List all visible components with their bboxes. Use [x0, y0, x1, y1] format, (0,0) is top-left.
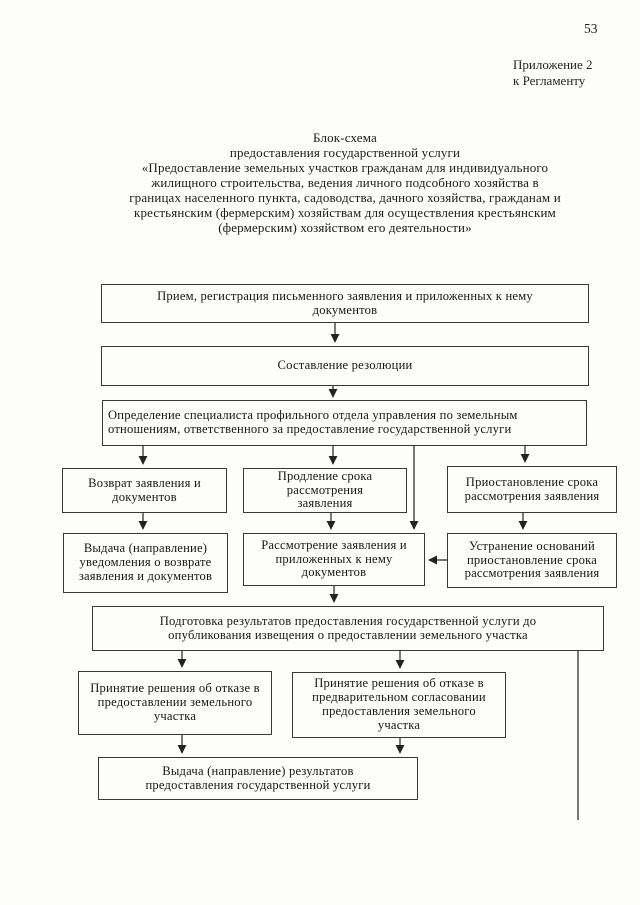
- title-line: жилищного строительства, ведения личного…: [151, 175, 539, 190]
- node-specialist-assignment-label: Определение специалиста профильного отде…: [108, 408, 518, 436]
- node-grounds-elimination-label: Устранение оснований приостановление сро…: [464, 538, 600, 581]
- node-return-notification-label: Выдача (направление) уведомления о возвр…: [78, 541, 213, 583]
- appendix-annotation: Приложение 2 к Регламенту: [513, 57, 593, 89]
- node-extension-period: Продление срока рассмотрения заявления: [243, 468, 407, 513]
- title-line: крестьянским (фермерским) хозяйствам для…: [134, 205, 556, 220]
- node-application-review: Рассмотрение заявления и приложенных к н…: [243, 533, 425, 586]
- node-specialist-assignment: Определение специалиста профильного отде…: [102, 400, 587, 446]
- node-resolution-label: Составление резолюции: [277, 358, 413, 373]
- node-results-preparation: Подготовка результатов предоставления го…: [92, 606, 604, 651]
- node-reception: Прием, регистрация письменного заявления…: [101, 284, 589, 323]
- document-title: Блок-схема предоставления государственно…: [50, 130, 640, 235]
- title-line: границах населенного пункта, садоводства…: [129, 190, 561, 205]
- node-suspension-period: Приостановление срока рассмотрения заявл…: [447, 466, 617, 513]
- node-extension-period-label: Продление срока рассмотрения заявления: [277, 468, 373, 511]
- node-resolution: Составление резолюции: [101, 346, 589, 386]
- node-application-review-label: Рассмотрение заявления и приложенных к н…: [261, 537, 407, 580]
- page-number: 53: [584, 21, 598, 36]
- node-refusal-provision-label: Принятие решения об отказе в предоставле…: [90, 681, 260, 723]
- annotation-line-2: к Регламенту: [513, 73, 586, 88]
- node-return-notification: Выдача (направление) уведомления о возвр…: [63, 533, 228, 593]
- node-refusal-provision: Принятие решения об отказе в предоставле…: [78, 671, 272, 735]
- node-results-issuance-label: Выдача (направление) результатов предост…: [145, 763, 371, 792]
- node-reception-label: Прием, регистрация письменного заявления…: [157, 288, 533, 317]
- annotation-line-1: Приложение 2: [513, 57, 593, 72]
- title-line: (фермерским) хозяйством его деятельности…: [218, 220, 472, 235]
- node-grounds-elimination: Устранение оснований приостановление сро…: [447, 533, 617, 588]
- node-results-preparation-label: Подготовка результатов предоставления го…: [159, 613, 537, 642]
- node-return-application-label: Возврат заявления и документов: [88, 475, 201, 504]
- node-refusal-preliminary-approval-label: Принятие решения об отказе в предварител…: [312, 676, 486, 732]
- node-suspension-period-label: Приостановление срока рассмотрения заявл…: [464, 474, 600, 503]
- title-line: «Предоставление земельных участков гражд…: [141, 160, 549, 175]
- node-results-issuance: Выдача (направление) результатов предост…: [98, 757, 418, 800]
- node-refusal-preliminary-approval: Принятие решения об отказе в предварител…: [292, 672, 506, 738]
- node-return-application: Возврат заявления и документов: [62, 468, 227, 513]
- title-line: Блок-схема: [313, 130, 377, 145]
- title-line: предоставления государственной услуги: [229, 145, 461, 160]
